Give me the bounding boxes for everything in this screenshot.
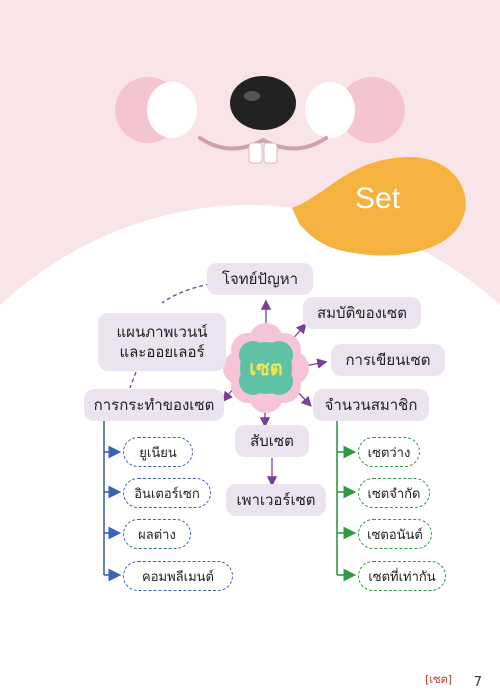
page-number: 7 [473,675,482,690]
page-title: Set [355,182,401,215]
operation-intersection: อินเตอร์เซก [123,478,211,508]
operation-difference: ผลต่าง [123,519,191,549]
type-equal-sets: เซตที่เท่ากัน [358,561,446,591]
node-powerset: เพาเวอร์เซต [226,484,326,516]
title-bubble [292,157,466,256]
node-properties: สมบัติของเซต [303,297,421,329]
node-writing: การเขียนเซต [331,344,445,376]
nose-icon [230,76,296,130]
right-cheek [339,77,405,143]
node-venn: แผนภาพเวนน์ และออยเลอร์ [98,313,226,371]
operation-union: ยูเนียน [123,437,193,467]
operation-complement: คอมพลีเมนต์ [123,561,233,591]
flower-icon [223,323,309,413]
right-eye [305,82,355,138]
node-cardinality: จำนวนสมาชิก [313,389,429,421]
node-problem: โจทย์ปัญหา [207,263,313,295]
type-empty-set: เซตว่าง [358,437,420,467]
node-subset: สับเซต [235,425,309,457]
left-eye [147,82,197,138]
footer-tag: [เซต] [425,673,452,686]
type-infinite-set: เซตอนันต์ [358,519,432,549]
node-venn-label: แผนภาพเวนน์ และออยเลอร์ [116,322,208,361]
type-finite-set: เซตจำกัด [358,478,430,508]
center-label: เซต [249,356,283,380]
node-operations: การกระทำของเซต [84,389,224,421]
